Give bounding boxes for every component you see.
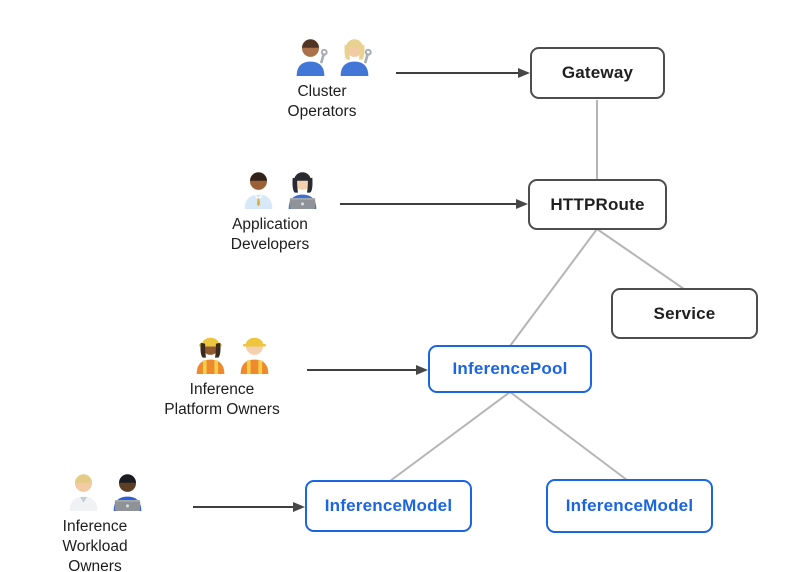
persona-inference-platform-owners: Inference Platform Owners — [163, 331, 281, 420]
persona-label: Inference Platform Owners — [164, 381, 280, 418]
node-service: Service — [611, 288, 758, 339]
woman-technologist-icon — [284, 166, 321, 209]
node-httproute: HTTPRoute — [528, 179, 667, 230]
persona-icon-pair — [65, 468, 146, 511]
node-inference-model-left: InferenceModel — [305, 480, 472, 532]
persona-icon-pair — [292, 33, 373, 76]
man-office-worker-icon — [240, 166, 277, 209]
persona-label: Cluster Operators — [287, 83, 357, 120]
woman-construction-worker-icon — [192, 331, 229, 374]
edge-httproute-service — [596, 228, 685, 290]
health-worker-icon — [65, 468, 102, 511]
edge-httproute-inferencepool — [509, 228, 598, 347]
edge-inferencepool-inferencemodel-left — [389, 391, 511, 482]
persona-cluster-operators: Cluster Operators — [266, 33, 378, 122]
persona-application-developers: Application Developers — [214, 166, 326, 255]
persona-inference-workload-owners: Inference Workload Owners — [34, 468, 156, 572]
woman-mechanic-icon — [336, 33, 373, 76]
persona-label: Application Developers — [230, 216, 310, 253]
man-construction-worker-icon — [236, 331, 273, 374]
man-mechanic-icon — [292, 33, 329, 76]
man-technologist-icon — [109, 468, 146, 511]
node-inference-pool: InferencePool — [428, 345, 592, 393]
persona-icon-pair — [192, 331, 273, 374]
edge-inferencepool-inferencemodel-right — [509, 391, 628, 481]
node-gateway: Gateway — [530, 47, 665, 99]
persona-label: Inference Workload Owners — [62, 518, 128, 572]
node-inference-model-right: InferenceModel — [546, 479, 713, 533]
persona-icon-pair — [240, 166, 321, 209]
